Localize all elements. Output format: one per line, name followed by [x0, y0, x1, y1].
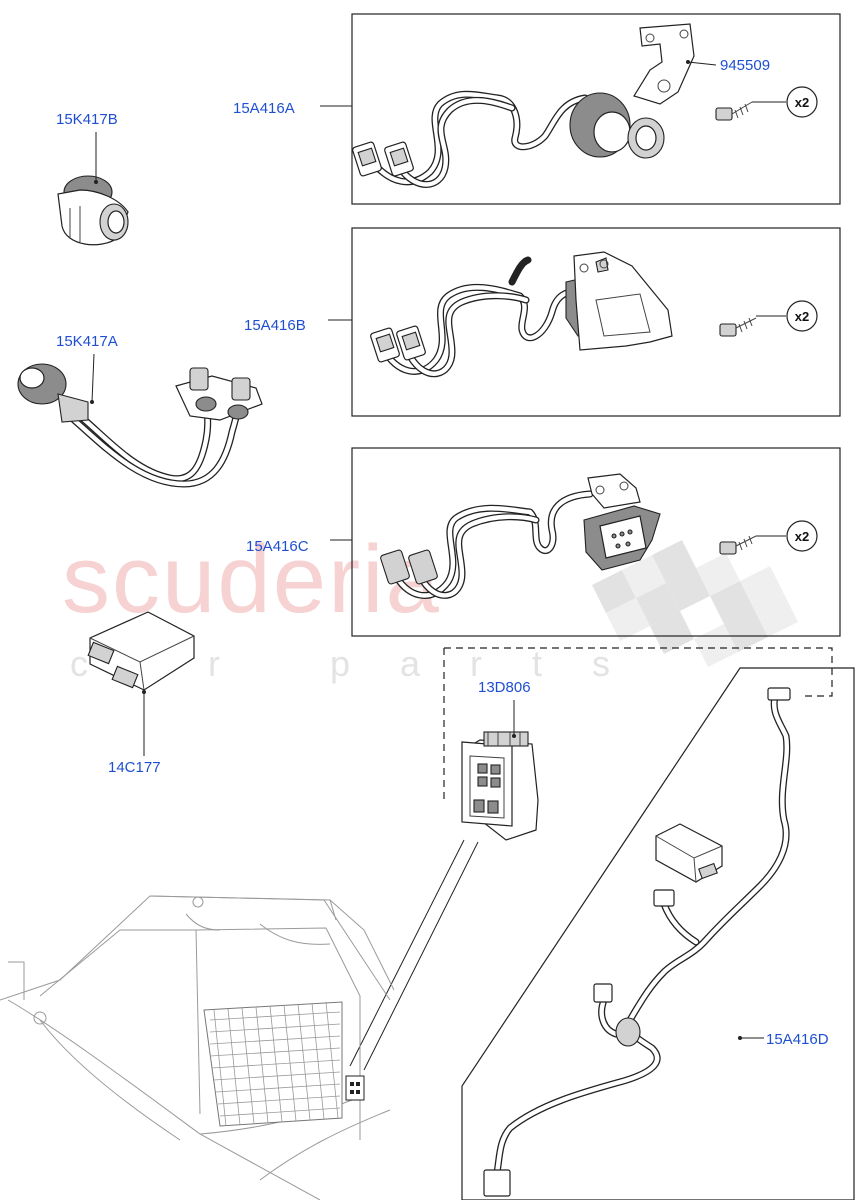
screw-a: [715, 101, 753, 121]
plug-connector-b2: [396, 325, 426, 361]
harness-box-15A416D: [461, 667, 855, 1200]
callout-945509: 945509: [720, 57, 770, 74]
cargo-net: [203, 1001, 343, 1127]
qty-badge-b: [786, 300, 818, 332]
trailer-socket-15K417B: [57, 175, 129, 246]
watermark-brand: scuderia: [62, 526, 441, 633]
plug-connector-b1: [370, 327, 400, 363]
plug-connector-c1: [380, 549, 410, 585]
connector-d-top: [767, 687, 791, 701]
plug-connector-c2: [408, 549, 438, 585]
connector-d-branch: [593, 983, 613, 1003]
callout-15K417B: 15K417B: [56, 111, 118, 128]
callout-14C177: 14C177: [108, 759, 161, 776]
control-module-14C177: [87, 611, 195, 691]
switch-panel-13D806: [461, 731, 539, 841]
location-leader-1: [349, 839, 465, 1067]
plug-connector-a2: [384, 141, 414, 177]
harness-box-15A416B: x2: [351, 227, 841, 417]
trailer-socket-a: [569, 92, 665, 159]
qty-label-b: x2: [795, 309, 809, 324]
box-frame-c: [351, 447, 841, 637]
qty-badge-c: [786, 520, 818, 552]
callout-15A416C: 15A416C: [246, 538, 309, 555]
box-frame-d: [461, 667, 855, 1200]
checkered-flag-logo: [592, 540, 798, 667]
callout-15A416A: 15A416A: [233, 100, 295, 117]
trailer-socket-b: [565, 251, 673, 351]
qty-label-a: x2: [795, 95, 809, 110]
harness-box-15A416A: x2: [351, 13, 841, 205]
module-d: [655, 823, 723, 883]
trunk-switch-location: [345, 1075, 365, 1101]
callout-15A416D: 15A416D: [766, 1031, 829, 1048]
screw-c: [719, 535, 757, 555]
bracket-945509: [633, 23, 695, 105]
box-frame-a: [351, 13, 841, 205]
screw-b: [719, 317, 757, 337]
watermark: scuderia car parts: [62, 526, 798, 684]
qty-label-c: x2: [795, 529, 809, 544]
location-leader-2: [363, 841, 479, 1071]
dashed-outline-top: [444, 647, 833, 697]
trailer-socket-c: [583, 473, 661, 571]
plug-connector-a1: [352, 141, 382, 177]
vehicle-trunk-sketch: [0, 895, 395, 1200]
callout-13D806: 13D806: [478, 679, 531, 696]
callout-15A416B: 15A416B: [244, 317, 306, 334]
callout-15K417A: 15K417A: [56, 333, 118, 350]
connector-d-bottom: [483, 1169, 511, 1197]
harness-box-15A416C: x2: [351, 447, 841, 637]
box-frame-b: [351, 227, 841, 417]
qty-badge-a: [786, 86, 818, 118]
connector-d-mid: [653, 889, 675, 907]
trailer-harness-15K417A: [17, 363, 263, 488]
grommet-d: [615, 1017, 641, 1047]
